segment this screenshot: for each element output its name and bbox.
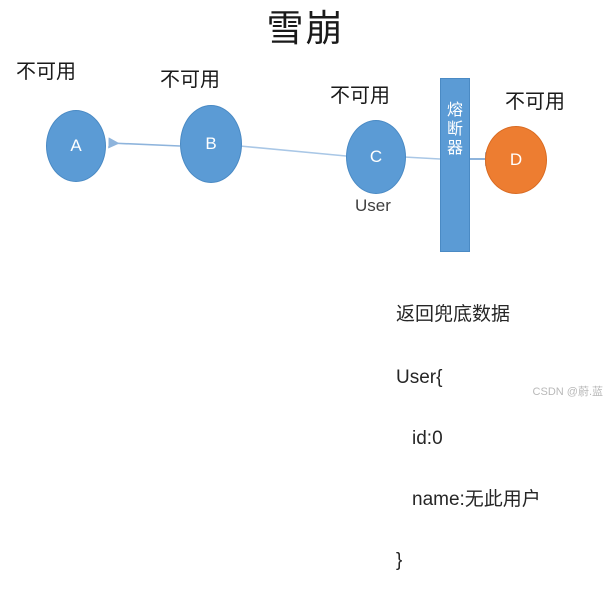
node-c[interactable]: C (346, 120, 406, 194)
breaker-char-2: 断 (446, 121, 463, 138)
page-title: 雪崩 (266, 9, 345, 50)
node-c-caption: User (355, 196, 391, 215)
watermark: CSDN @蔚.蓝 (532, 386, 603, 398)
node-c-label: C (369, 147, 383, 166)
node-b[interactable]: B (180, 105, 242, 183)
arrow-b-to-a (108, 137, 181, 149)
diagram-canvas: 雪崩 不可用 不可用 不可用 不可用 A B C User D (16, 9, 603, 571)
node-a[interactable]: A (46, 110, 106, 182)
node-d[interactable]: D (485, 126, 547, 194)
status-label-b: 不可用 (160, 69, 220, 91)
breaker-char-3: 器 (446, 140, 463, 157)
fallback-text-block: 返回兜底数据 User{ id:0 name:无此用户 } (396, 265, 541, 609)
circuit-breaker-bar[interactable]: 熔 断 器 (440, 78, 470, 252)
node-d-label: D (509, 150, 523, 169)
fallback-line-1: User{ (396, 367, 443, 388)
breaker-char-1: 熔 (446, 102, 463, 119)
fallback-heading: 返回兜底数据 (396, 304, 511, 325)
fallback-line-2: id:0 (412, 428, 443, 449)
status-label-d: 不可用 (505, 91, 565, 113)
line-c-to-breaker (403, 156, 441, 160)
fallback-line-3: name:无此用户 (412, 489, 541, 510)
fallback-line-4: } (396, 550, 403, 571)
node-a-label: A (70, 136, 82, 155)
status-label-c: 不可用 (330, 85, 390, 107)
line-c-to-b (239, 145, 347, 157)
node-b-label: B (205, 134, 217, 153)
status-label-a: 不可用 (16, 61, 76, 83)
